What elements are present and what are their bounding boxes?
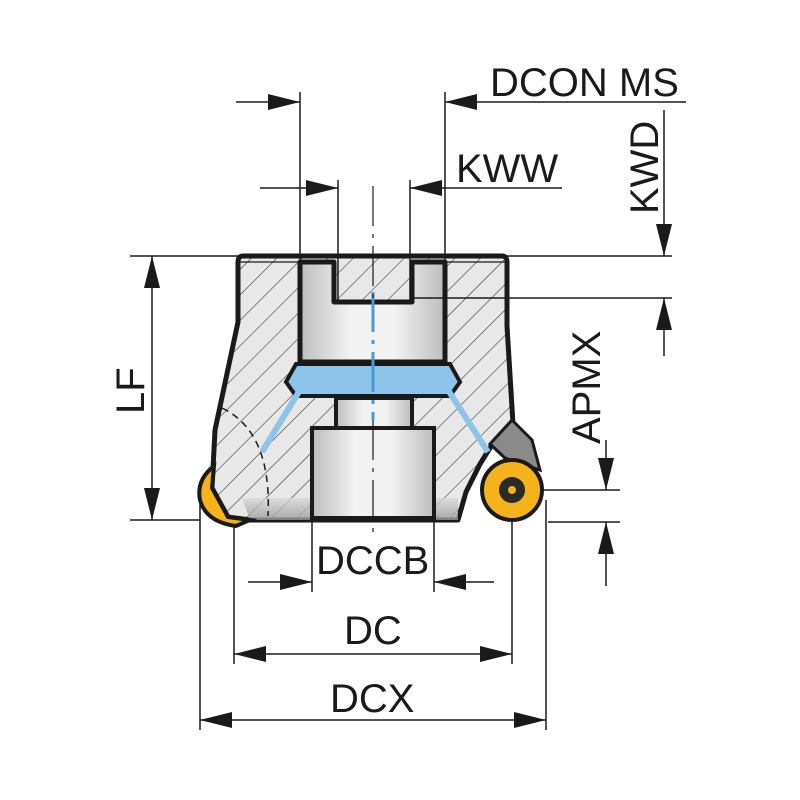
cutter-body <box>209 253 516 523</box>
left-insert-icon <box>197 461 258 529</box>
label-dc: DC <box>344 609 402 653</box>
dim-dcon: DCON MS <box>236 61 686 262</box>
label-dcon: DCON MS <box>490 61 679 105</box>
coolant-channel-left <box>259 388 303 454</box>
label-kwd: KWD <box>623 121 667 214</box>
pocket-dashed-arc <box>221 407 270 517</box>
insert-pocket <box>487 417 543 473</box>
dim-kwd: KWD <box>412 110 672 356</box>
left-insert <box>197 461 258 529</box>
dim-dc: DC <box>233 520 513 664</box>
dim-kww: KWW <box>260 147 562 300</box>
dim-lf: LF <box>109 255 238 521</box>
label-dcx: DCX <box>330 677 414 721</box>
label-lf: LF <box>109 367 153 414</box>
dim-apmx: APMX <box>540 331 620 586</box>
coolant-channel-right <box>445 388 491 454</box>
label-apmx: APMX <box>565 331 609 444</box>
label-kww: KWW <box>456 147 558 191</box>
dim-dccb: DCCB <box>248 518 494 592</box>
label-dccb: DCCB <box>316 539 429 583</box>
dim-dcx: DCX <box>199 500 547 730</box>
